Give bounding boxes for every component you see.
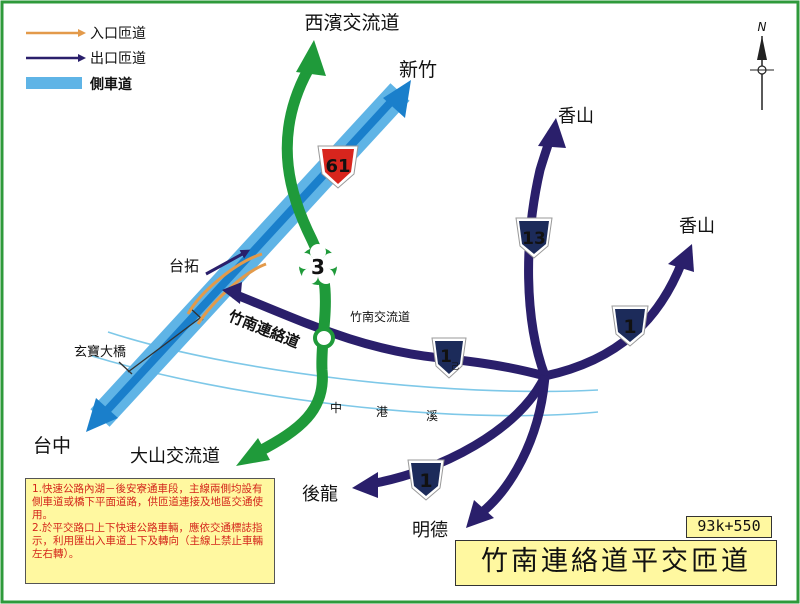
note-1: 1.快速公路內湖－後安寮通車段，主線兩側均設有側車道或橋下平面道路，供匝道連接及… xyxy=(32,483,263,521)
xibin-arrow xyxy=(296,40,326,76)
bridge-line xyxy=(127,317,201,373)
route-1b-number: 1 xyxy=(440,347,452,367)
exit-ramp xyxy=(205,249,251,276)
destination-mingde: 明德 xyxy=(412,520,448,541)
destination-hsinchu: 新竹 xyxy=(399,59,437,81)
route-1b-shield: 1 己 xyxy=(431,337,467,379)
creek-char-2: 港 xyxy=(376,405,388,419)
route-1-east-shield: 1 xyxy=(611,305,649,347)
freeway-3-shield: 3 xyxy=(297,244,339,285)
label-zhunan-interchange: 竹南交流道 xyxy=(350,309,410,324)
route-1-west-shield: 1 xyxy=(407,459,445,501)
destination-dashan: 大山交流道 xyxy=(130,446,220,467)
zhunan-connector-road xyxy=(232,289,547,381)
zhunan-interchange-node xyxy=(313,327,335,349)
freeway-3-road xyxy=(255,67,331,457)
legend-entrance-arrow xyxy=(78,29,86,37)
destination-xiangshan-north: 香山 xyxy=(558,106,594,127)
destination-houlong: 後龍 xyxy=(302,484,338,505)
mingde-road xyxy=(477,375,550,518)
destination-taichung: 台中 xyxy=(33,435,71,457)
legend-side-road-swatch xyxy=(26,77,82,89)
route-1-west-number: 1 xyxy=(419,470,432,492)
route-1-west-road xyxy=(369,374,550,489)
destination-xiangshan-east: 香山 xyxy=(679,216,715,237)
map-title: 竹南連絡道平交匝道 xyxy=(455,540,777,586)
legend-side-road-label: 側車道 xyxy=(89,76,132,93)
mingde-arrow xyxy=(466,500,494,528)
freeway-3-number: 3 xyxy=(311,255,325,279)
hsinchu-direction-arrow xyxy=(383,80,411,118)
route-13-shield: 13 xyxy=(515,217,553,259)
route-61-shield: 61 xyxy=(317,145,359,189)
route-13-number: 13 xyxy=(522,229,546,249)
dashan-arrow xyxy=(236,438,270,466)
connector-arrow xyxy=(222,282,242,304)
legend-exit-arrow xyxy=(78,54,86,62)
houlong-arrow xyxy=(352,472,378,498)
bridge-tick xyxy=(118,361,133,375)
notes-box: 1.快速公路內湖－後安寮通車段，主線兩側均設有側車道或橋下平面道路，供匝道連接及… xyxy=(25,478,275,584)
note-2: 2.於平交路口上下快速公路車輛，應依交通標誌指示，利用匯出入車道上下及轉向（主線… xyxy=(32,522,263,560)
creek-char-1: 中 xyxy=(330,400,342,415)
xiangshan-east-arrow xyxy=(668,244,694,272)
creek-char-3: 溪 xyxy=(426,409,438,423)
label-taituo: 台拓 xyxy=(169,257,199,275)
north-label: N xyxy=(758,20,767,34)
legend-entrance-label: 入口匝道 xyxy=(90,26,146,42)
north-arrow: N xyxy=(750,20,774,110)
entrance-ramp xyxy=(186,252,263,315)
route-1-east-number: 1 xyxy=(623,316,636,338)
km-marker: 93k+550 xyxy=(686,516,772,538)
xiangshan-north-arrow xyxy=(538,118,566,148)
route-1b-suffix: 己 xyxy=(451,362,459,371)
legend-exit-label: 出口匝道 xyxy=(90,51,146,67)
legend: 入口匝道 出口匝道 側車道 xyxy=(26,26,146,93)
destination-xibin: 西濱交流道 xyxy=(304,12,399,34)
taichung-direction-arrow xyxy=(86,398,118,432)
route-61-number: 61 xyxy=(325,156,350,177)
label-xuanbao-bridge: 玄寶大橋 xyxy=(74,344,126,360)
